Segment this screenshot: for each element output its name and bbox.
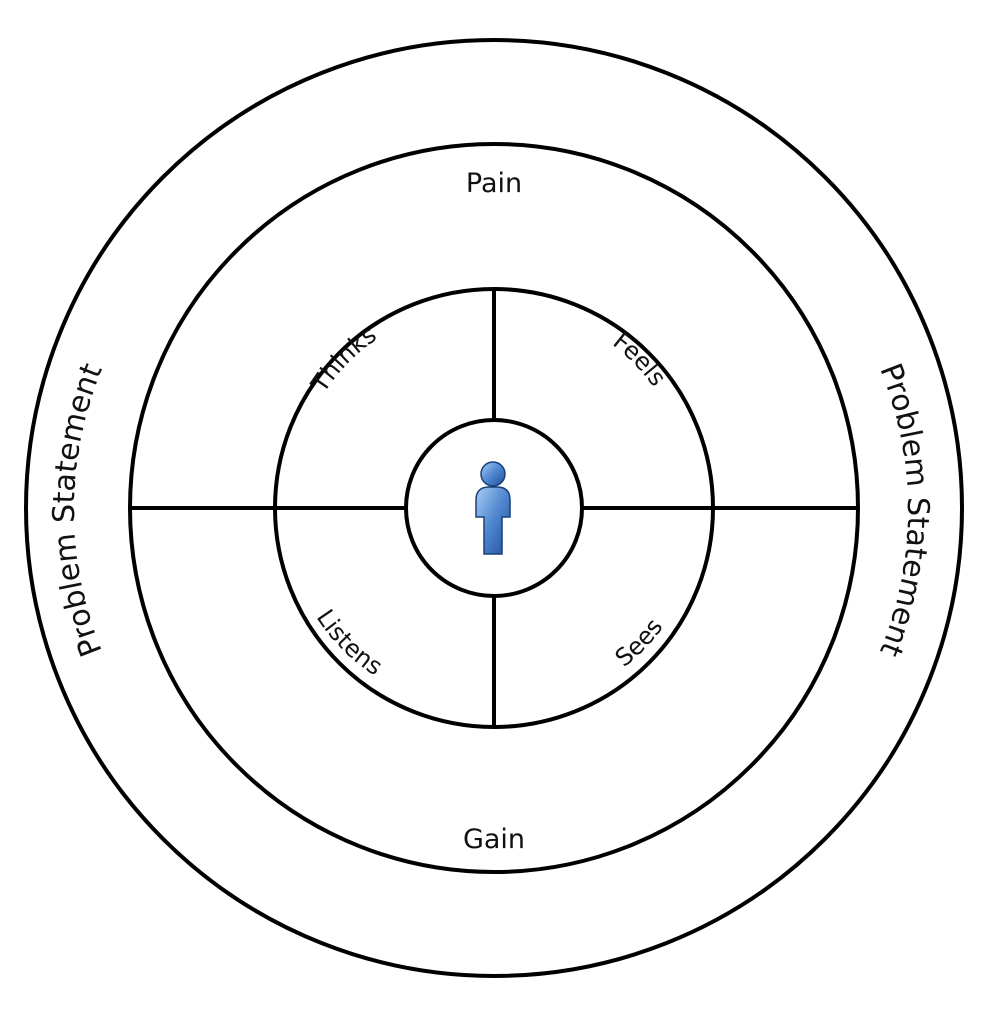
outer-ring — [24, 38, 964, 978]
outer-left-label: Problem Statement — [47, 358, 110, 661]
gain-label: Gain — [463, 824, 525, 855]
person-icon — [475, 461, 511, 555]
quadrant-sees-label: Sees — [610, 613, 668, 672]
outer-right-label: Problem Statement — [872, 359, 935, 662]
quadrant-feels-label: Feels — [608, 327, 672, 392]
quadrant-thinks-label: Thinks — [305, 320, 382, 398]
pain-label: Pain — [466, 168, 522, 199]
